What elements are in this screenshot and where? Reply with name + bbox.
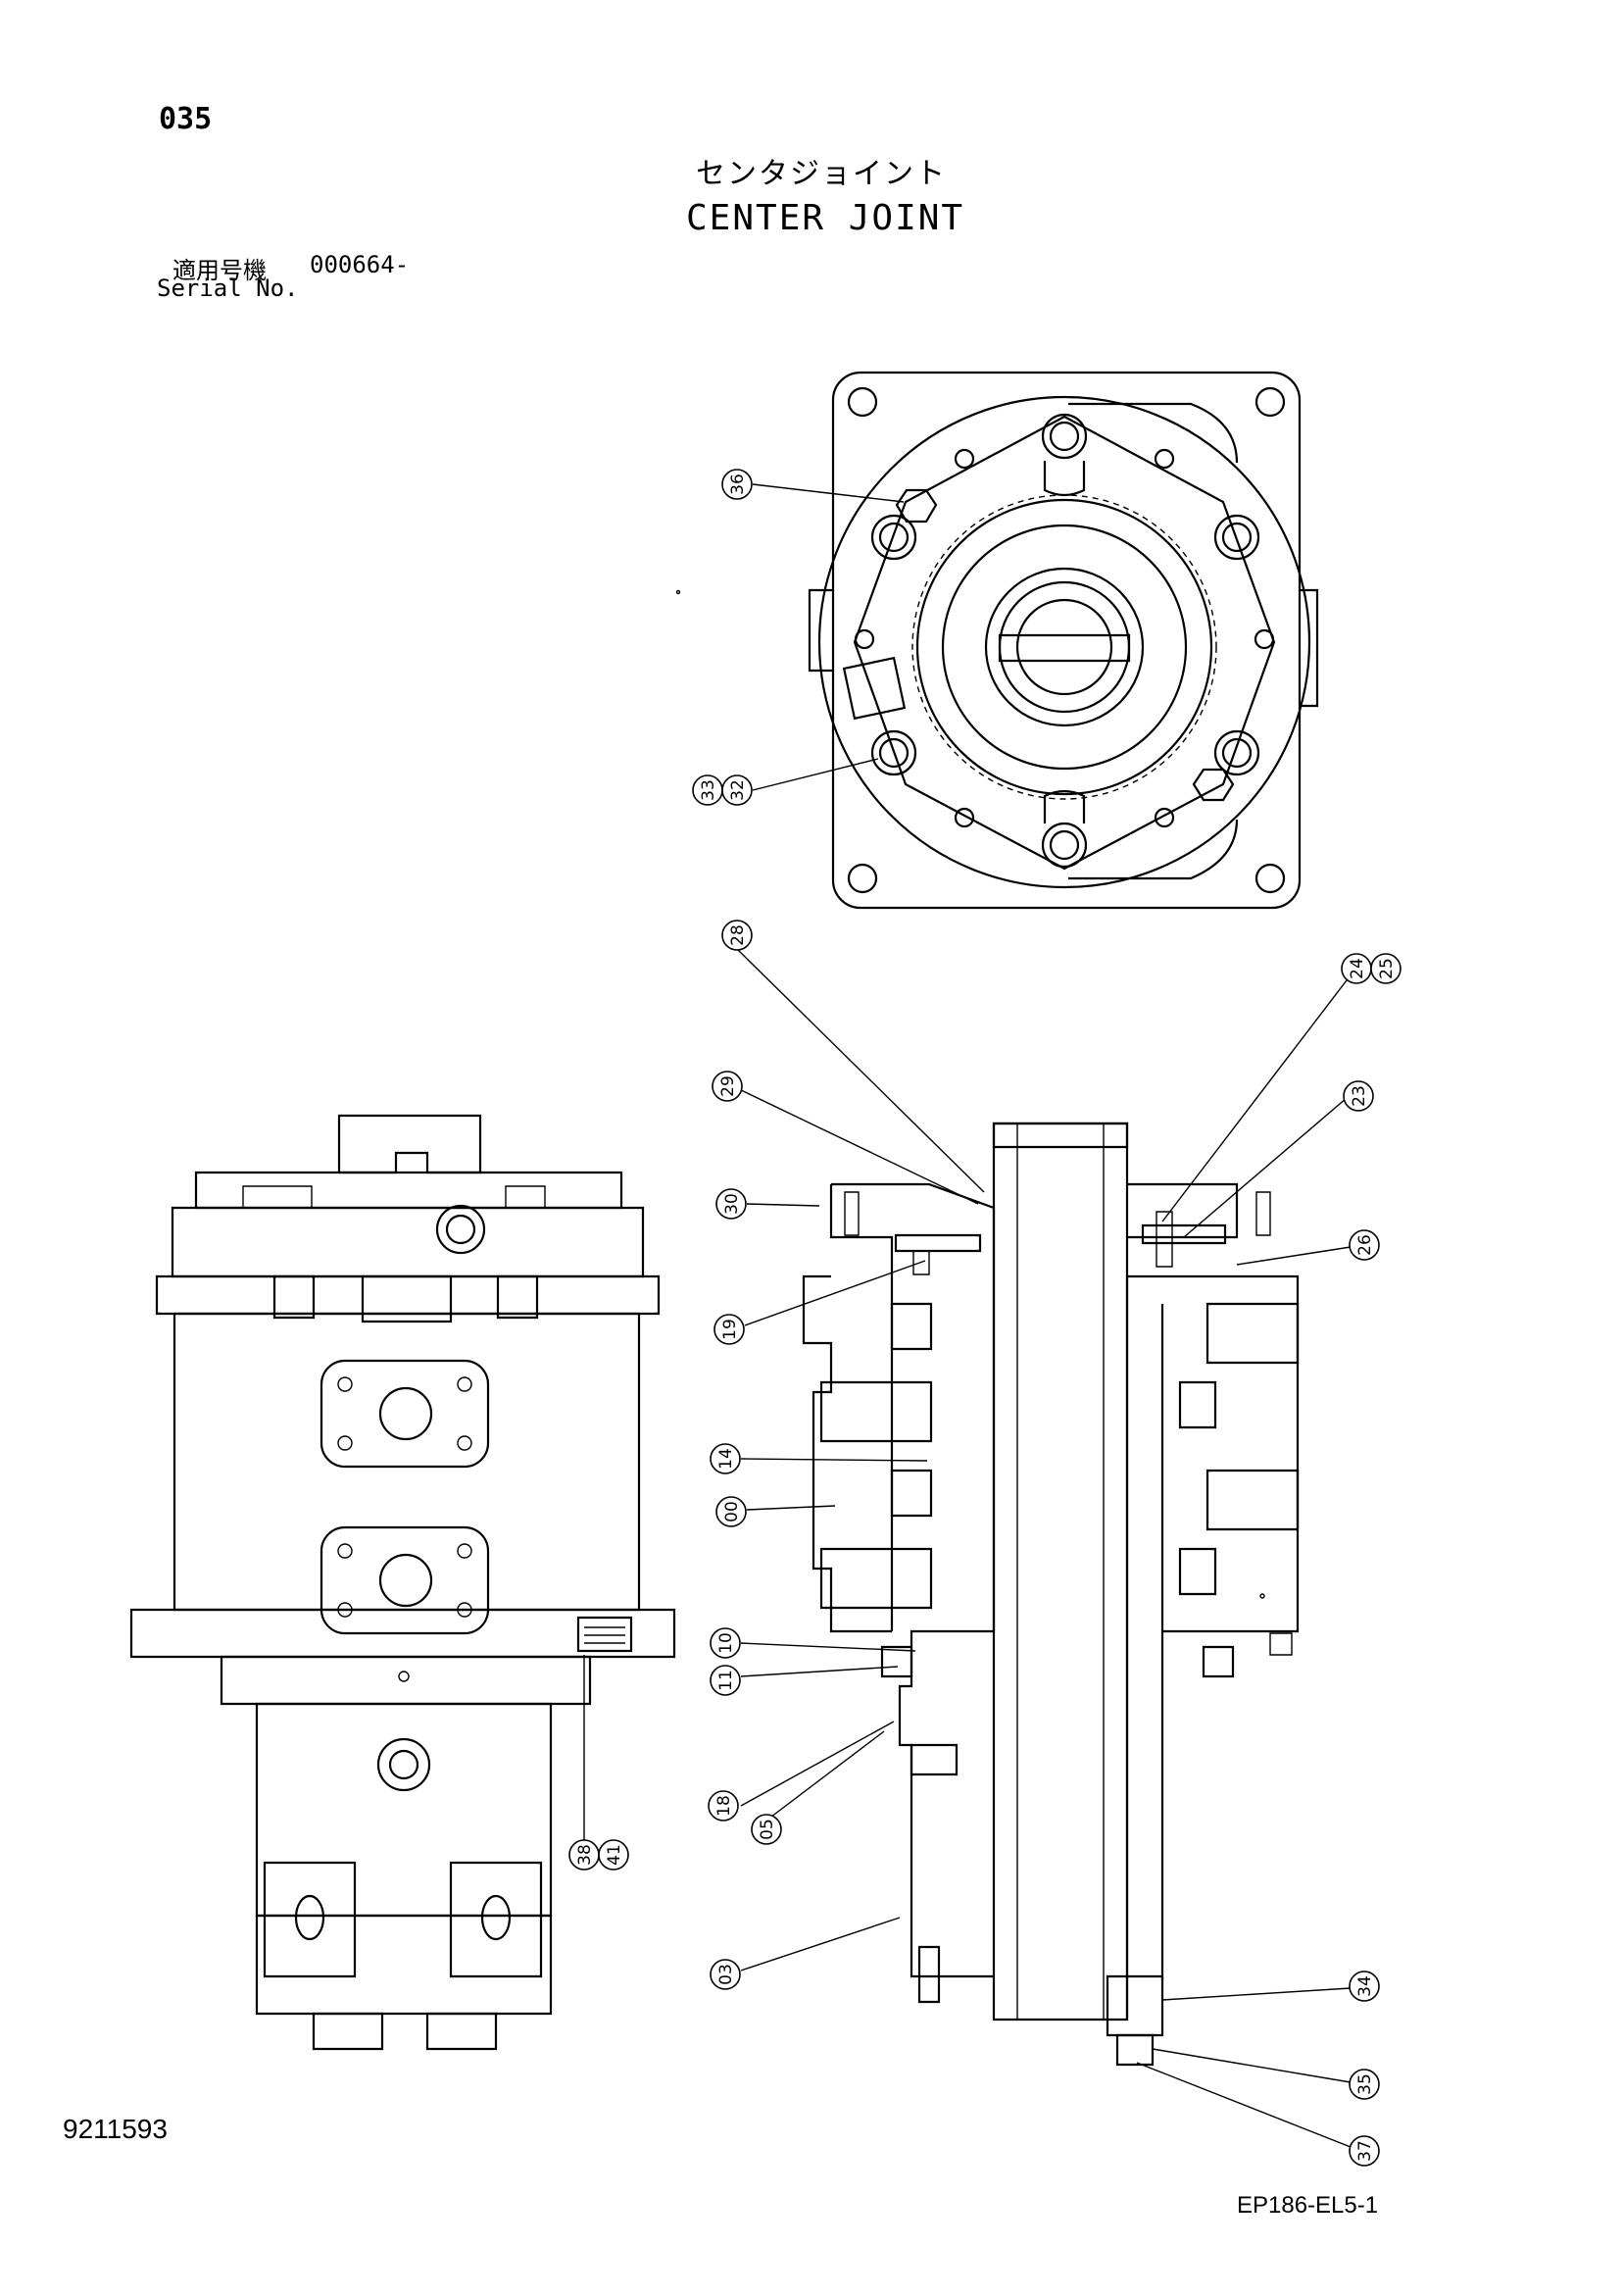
label-26: 26	[1355, 1234, 1375, 1256]
balloon-30: 30	[716, 1189, 746, 1219]
balloon-38: 38	[569, 1840, 599, 1870]
label-33: 33	[699, 779, 718, 801]
balloon-41: 41	[599, 1840, 628, 1870]
label-19: 19	[720, 1319, 740, 1340]
balloon-10: 10	[711, 1628, 740, 1658]
balloon-33: 33	[693, 775, 722, 805]
label-34: 34	[1355, 1975, 1375, 1997]
label-37: 37	[1355, 2140, 1375, 2162]
label-28: 28	[728, 924, 748, 946]
balloon-25: 25	[1371, 954, 1401, 983]
label-10: 10	[716, 1632, 736, 1654]
page-number: 035	[159, 102, 213, 136]
balloon-32: 32	[722, 775, 752, 805]
balloon-14: 14	[711, 1444, 740, 1473]
balloon-11: 11	[711, 1666, 740, 1695]
balloon-28: 28	[722, 921, 752, 950]
label-25: 25	[1377, 958, 1397, 979]
serial-label-japanese: 適用号機	[172, 257, 267, 284]
balloon-05: 05	[752, 1815, 781, 1844]
label-41: 41	[605, 1844, 624, 1866]
drawing-number: 9211593	[63, 2114, 168, 2144]
balloon-36: 36	[722, 470, 752, 499]
label-24: 24	[1348, 958, 1367, 979]
title-english: CENTER JOINT	[686, 198, 965, 238]
top-view	[753, 373, 1317, 908]
section-view	[737, 949, 1351, 2147]
label-11: 11	[716, 1670, 736, 1691]
label-35: 35	[1355, 2073, 1375, 2095]
label-36: 36	[728, 474, 748, 495]
serial-label-english: Serial No.	[157, 275, 299, 302]
label-18: 18	[714, 1795, 734, 1817]
serial-value: 000664-	[310, 251, 410, 278]
label-38: 38	[575, 1844, 595, 1866]
balloon-18: 18	[709, 1791, 738, 1821]
balloon-24: 24	[1342, 954, 1371, 983]
balloon-35: 35	[1350, 2070, 1379, 2099]
title-japanese: センタジョイント	[696, 157, 947, 191]
label-00: 00	[722, 1501, 742, 1522]
balloon-23: 23	[1344, 1081, 1373, 1111]
label-29: 29	[718, 1075, 738, 1097]
balloon-29: 29	[713, 1072, 742, 1101]
balloon-37: 37	[1350, 2136, 1379, 2166]
document-code: EP186-EL5-1	[1237, 2192, 1379, 2219]
balloon-34: 34	[1350, 1972, 1379, 2001]
label-14: 14	[716, 1448, 736, 1470]
balloon-00: 00	[716, 1497, 746, 1526]
side-view	[131, 1116, 674, 2049]
balloon-26: 26	[1350, 1230, 1379, 1260]
label-05: 05	[758, 1819, 777, 1840]
label-30: 30	[722, 1193, 742, 1215]
balloon-03: 03	[711, 1960, 740, 1989]
label-23: 23	[1350, 1085, 1369, 1107]
label-32: 32	[728, 779, 748, 801]
label-03: 03	[716, 1964, 736, 1985]
balloon-19: 19	[714, 1315, 744, 1344]
